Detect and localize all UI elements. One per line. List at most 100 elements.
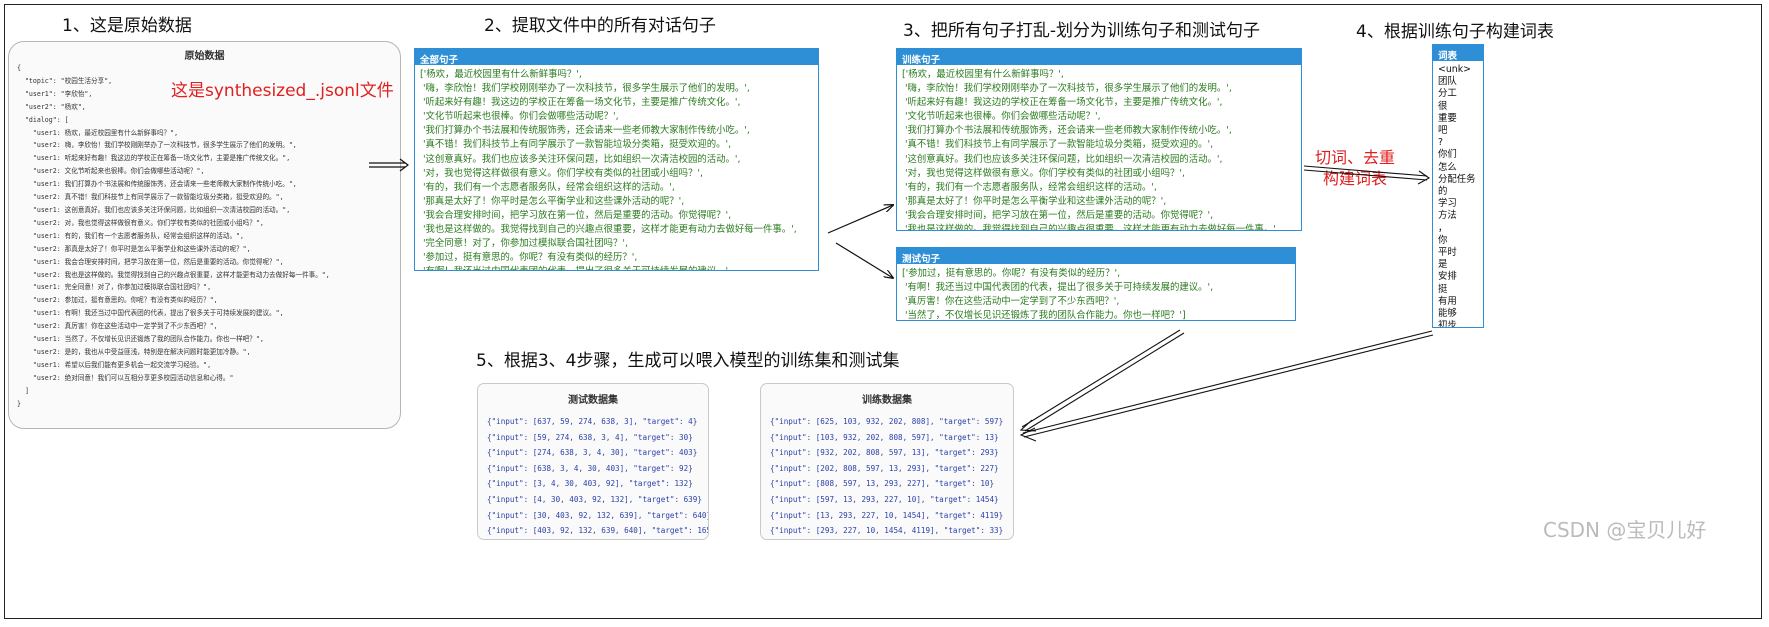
row-suffix: } xyxy=(994,463,999,473)
train-dataset-title: 训练数据集 xyxy=(862,395,912,406)
vocab-item: 安排 xyxy=(1438,271,1457,283)
row-suffix: } xyxy=(989,479,995,489)
raw-data-title: 原始数据 xyxy=(184,51,225,62)
raw-data-line: "user1: 杨欢，最近校园里有什么新鲜事吗？", xyxy=(17,128,179,137)
row-target: 10 xyxy=(980,479,990,489)
train-sentences-list: ['杨欢，最近校园里有什么新鲜事吗？', '嗨，李欣怡！我们学校刚刚举办了一次科… xyxy=(897,65,1301,231)
row-input: 932, 202, 808, 597, 13 xyxy=(820,448,921,458)
dataset-row: {"input": [638, 3, 4, 30, 403], "target"… xyxy=(487,461,704,477)
sentence-line: '我们打算办个书法展和传统服饰秀，还会请来一些老师教大家制作传统小吃。', xyxy=(420,125,750,137)
test-sentences-panel: 测试句子 ['参加过，挺有意思的。你呢？有没有类似的经历？', '有啊！我还当过… xyxy=(896,247,1296,321)
dataset-row: {"input": [13, 293, 227, 10, 1454], "tar… xyxy=(770,508,1009,524)
row-mid: ], "target": xyxy=(619,463,680,473)
raw-data-line: "user1: 我会合理安排时间，把学习放在第一位，然后是重要的活动。你觉得呢？… xyxy=(17,257,284,266)
vocab-item: 团队 xyxy=(1438,76,1457,88)
cut-label-line1: 切词、去重 xyxy=(1315,148,1396,167)
dataset-row: {"input": [59, 274, 638, 3, 4], "target"… xyxy=(487,430,704,446)
row-target: 13 xyxy=(984,432,995,442)
row-mid: ], "target": xyxy=(628,417,689,426)
row-input: 274, 638, 3, 4, 30 xyxy=(537,448,620,458)
row-prefix: {"input": [ xyxy=(770,448,821,458)
test-dataset-rows: {"input": [637, 59, 274, 638, 3], "targe… xyxy=(487,414,708,539)
raw-data-line: "user1: 听起来好有趣！我这边的学校正在筹备一场文化节，主要是推广传统文化… xyxy=(17,154,291,163)
vocab-item: ， xyxy=(1438,222,1448,234)
dataset-row: {"input": [274, 638, 3, 4, 30], "target"… xyxy=(487,445,704,461)
step2-label: 2、提取文件中的所有对话句子 xyxy=(484,16,716,36)
row-suffix: } xyxy=(706,511,708,520)
row-suffix: } xyxy=(998,510,1004,520)
row-mid: ], "target": xyxy=(920,463,981,473)
row-target: 165 xyxy=(697,526,708,536)
vocab-item: 能够 xyxy=(1438,308,1457,320)
vocab-item: 是 xyxy=(1438,259,1448,271)
arrow-all-to-train xyxy=(827,205,893,234)
sentence-line: '真厉害！你在这些活动中一定学到了不少东西吧？', xyxy=(902,296,1120,308)
raw-data-note: 这是synthesized_.jsonl文件 xyxy=(171,81,394,101)
row-prefix: {"input": [ xyxy=(770,494,821,504)
row-suffix: } xyxy=(998,526,1004,536)
row-prefix: {"input": [ xyxy=(487,432,538,442)
row-prefix: {"input": [ xyxy=(487,526,538,536)
row-target: 30 xyxy=(679,432,689,442)
dataset-row: {"input": [625, 103, 932, 202, 808], "ta… xyxy=(770,414,1009,430)
raw-data-line: "user2: 我也是这样做的。我觉得找到自己的兴趣点很重要，这样才能更有动力去… xyxy=(17,270,330,279)
sentence-line: '有啊！我还当过中国代表团的代表，提出了很多关于可持续发展的建议。', xyxy=(420,265,813,270)
all-sentences-title: 全部句子 xyxy=(415,49,818,66)
step4-label: 4、根据训练句子构建词表 xyxy=(1356,22,1554,42)
row-input: 13, 293, 227, 10, 1454 xyxy=(820,510,921,520)
row-prefix: {"input": [ xyxy=(770,479,821,489)
row-target: 639 xyxy=(683,494,698,504)
train-sentences-panel: 训练句子 ['杨欢，最近校园里有什么新鲜事吗？', '嗨，李欣怡！我们学校刚刚举… xyxy=(896,48,1302,231)
row-prefix: {"input": [ xyxy=(487,448,538,458)
raw-data-line: "user2: 参加过，挺有意思的。你呢？有没有类似的经历？", xyxy=(17,296,218,305)
sentence-line: '这创意真好。我们也应该多关注环保问题，比如组织一次清洁校园的活动。', xyxy=(902,153,1223,165)
sentence-line: '听起来好有趣！我这边的学校正在筹备一场文化节，主要是推广传统文化。', xyxy=(420,97,741,109)
arrow-raw-to-all xyxy=(369,158,409,172)
sentence-line: ['杨欢，最近校园里有什么新鲜事吗？', xyxy=(902,69,1064,80)
row-prefix: {"input": [ xyxy=(770,510,821,520)
sentence-line: '参加过，挺有意思的。你呢？有没有类似的经历？', xyxy=(420,252,638,264)
sentence-line: '有的，我们有一个志愿者服务队，经常会组织这样的活动。', xyxy=(420,181,675,193)
row-suffix: } xyxy=(994,448,999,458)
row-mid: ], "target": xyxy=(619,448,680,458)
dataset-row: {"input": [4, 30, 403, 92, 132], "target… xyxy=(487,492,704,508)
raw-data-line: "user2: 文化节听起来也很棒。你们会做哪些活动呢？", xyxy=(17,167,205,176)
dataset-row: {"input": [808, 597, 13, 293, 227], "tar… xyxy=(770,476,1009,492)
raw-data-line: "user1: 当然了，不仅增长见识还锻炼了我的团队合作能力。你也一样吧？", xyxy=(17,335,264,344)
train-dataset-rows: {"input": [625, 103, 932, 202, 808], "ta… xyxy=(770,414,1009,539)
raw-data-line: "user2: 嗨，李欣怡！我们学校刚刚举办了一次科技节，很多学生展示了他们的发… xyxy=(17,141,297,150)
row-mid: ], "target": xyxy=(624,494,684,504)
sentence-line: '听起来好有趣！我这边的学校正在筹备一场文化节，主要是推广传统文化。', xyxy=(902,97,1223,109)
raw-data-line: "user2: 对，我也觉得这样做很有意义。你们学校有类似的社团或小组吗？", xyxy=(17,218,264,227)
raw-data-line: "user1: 有啊！我还当过中国代表团的代表，提出了很多关于可持续发展的建议。… xyxy=(17,309,284,318)
row-target: 4119 xyxy=(980,510,999,520)
dataset-row: {"input": [202, 808, 597, 13, 293], "tar… xyxy=(770,461,1009,477)
row-input: 638, 3, 4, 30, 403 xyxy=(537,463,620,473)
sentence-line: '我也是这样做的。我觉得找到自己的兴趣点很重要，这样才能更有动力去做好每一件事。… xyxy=(902,224,1279,231)
row-input: 808, 597, 13, 293, 227 xyxy=(820,479,921,489)
row-target: 92 xyxy=(679,463,689,473)
row-target: 132 xyxy=(674,479,689,489)
dataset-row: {"input": [103, 932, 202, 808, 597], "ta… xyxy=(770,430,1009,446)
row-prefix: {"input": [ xyxy=(770,417,821,426)
row-prefix: {"input": [ xyxy=(770,432,821,442)
vocab-item: 分配任务 xyxy=(1438,173,1476,185)
dataset-row: {"input": [932, 202, 808, 597, 13], "tar… xyxy=(770,445,1009,461)
row-mid: ], "target": xyxy=(916,494,976,504)
row-suffix: } xyxy=(688,479,693,489)
row-prefix: {"input": [ xyxy=(487,494,538,504)
row-mid: ], "target": xyxy=(637,526,698,536)
row-suffix: } xyxy=(688,432,693,442)
vocab-item: 学习 xyxy=(1438,198,1457,210)
vocab-item: 你们 xyxy=(1438,149,1457,161)
row-target: 293 xyxy=(980,448,995,458)
vocab-item: 很 xyxy=(1438,100,1448,112)
row-prefix: {"input": [ xyxy=(770,526,821,536)
raw-data-line: "user1: 这创意真好。我们也应该多关注环保问题，比如组织一次清洁校园的活动… xyxy=(17,205,291,214)
vocab-item: 的 xyxy=(1438,186,1448,198)
step1-label: 1、这是原始数据 xyxy=(62,16,192,36)
row-input: 103, 932, 202, 808, 597 xyxy=(820,432,926,442)
sentence-line: '嗨，李欣怡！我们学校刚刚举办了一次科技节，很多学生展示了他们的发明。', xyxy=(902,83,1232,95)
raw-data-line: "topic": "校园生活分享", xyxy=(17,76,113,85)
